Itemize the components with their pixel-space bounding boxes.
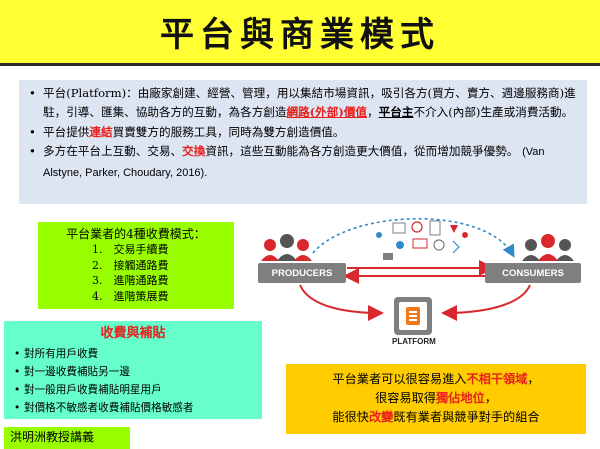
subsidy-item: 對所有用戶收費 [12, 345, 254, 363]
fee-model-item: 4. 進階策展費 [92, 289, 169, 303]
title-bar: 平台與商業模式 [0, 0, 600, 66]
fee-models-box: 平台業者的4種收費模式： 1. 交易手續費 2. 接觸通路費 3. 進階通路費 … [38, 222, 234, 309]
subsidy-item: 對價格不敏感者收費補貼價格敏感者 [12, 399, 254, 417]
fee-model-item: 1. 交易手續費 [92, 243, 169, 256]
highlight-exchange: 交換 [182, 144, 206, 159]
platform-label: PLATFORM [392, 337, 436, 346]
highlight-network-value: 網路(外部)價值 [286, 105, 368, 120]
fee-model-item: 2. 接觸通路費 [92, 258, 169, 272]
underline-platform-owner: 平台主 [378, 105, 414, 120]
definition-item-connect: 平台提供連結買賣雙方的服務工具，同時為雙方創造價值。 [27, 123, 577, 143]
citation: (Van Alstyne, Parker, Choudary, 2016). [43, 146, 545, 179]
subsidy-item: 對一邊收費補貼另一邊 [12, 363, 254, 381]
highlight-connect: 連結 [89, 124, 113, 139]
fee-models-list: 1. 交易手續費 2. 接觸通路費 3. 進階通路費 4. 進階策展費 [92, 242, 226, 304]
highlight-unrelated-fields: 不相干領域 [466, 372, 528, 386]
competition-line-1: 平台業者可以很容易進入不相干領域， [332, 372, 540, 386]
subsidy-title: 收費與補貼 [100, 326, 166, 341]
platform-diagram-svg [261, 217, 574, 335]
exchange-items-icon [376, 220, 468, 260]
consumers-people-icon [522, 234, 574, 261]
platform-diagram: PRODUCERS CONSUMERS PLATFORM [255, 213, 600, 363]
platform-icon [394, 297, 432, 335]
consumers-node: CONSUMERS [485, 263, 581, 283]
producers-node: PRODUCERS [258, 263, 346, 283]
producers-people-icon [261, 234, 312, 261]
professor-label: 洪明洲教授講義 [4, 427, 130, 449]
subsidy-box: 收費與補貼 對所有用戶收費 對一邊收費補貼另一邊 對一般用戶收費補貼明星用戶 對… [4, 321, 262, 419]
highlight-monopoly: 獨佔地位 [436, 391, 485, 405]
competition-line-2: 很容易取得獨佔地位， [375, 391, 497, 405]
producer-to-platform-arrow [299, 284, 384, 321]
page-title: 平台與商業模式 [160, 15, 440, 55]
consumer-to-platform-arrow [441, 284, 531, 321]
competition-box: 平台業者可以很容易進入不相干領域， 很容易取得獨佔地位， 能很快改變既有業者與競… [286, 364, 586, 434]
fee-model-item: 3. 進階通路費 [92, 274, 169, 287]
subsidy-item: 對一般用戶收費補貼明星用戶 [12, 381, 254, 399]
definition-list: 平台(Platform)：由廠家創建、經營、管理，用以集結市場資訊，吸引各方(買… [27, 84, 577, 183]
highlight-change: 改變 [368, 410, 394, 424]
fee-models-title: 平台業者的4種收費模式： [66, 227, 206, 241]
competition-line-3: 能很快改變既有業者與競爭對手的組合 [332, 410, 540, 424]
subsidy-list: 對所有用戶收費 對一邊收費補貼另一邊 對一般用戶收費補貼明星用戶 對價格不敏感者… [12, 345, 254, 417]
definition-box: 平台(Platform)：由廠家創建、經營、管理，用以集結市場資訊，吸引各方(買… [19, 80, 587, 204]
definition-item-exchange: 多方在平台上互動、交易、交換資訊，這些互動能為各方創造更大價值，從而增加競爭優勢… [27, 142, 577, 183]
definition-item-platform: 平台(Platform)：由廠家創建、經營、管理，用以集結市場資訊，吸引各方(買… [27, 84, 577, 123]
